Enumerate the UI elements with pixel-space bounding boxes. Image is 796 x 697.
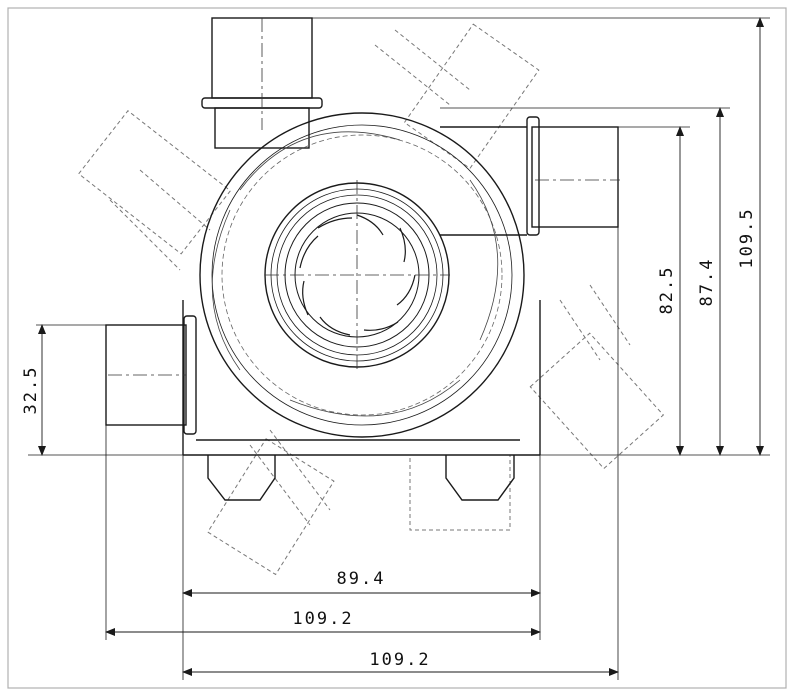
dimension-lines <box>38 17 764 676</box>
dim-left-height: 32.5 <box>21 366 41 415</box>
left-foot <box>207 455 276 501</box>
centerlines <box>108 18 620 376</box>
right-outlet-pipe <box>531 126 619 228</box>
right-outlet-flange <box>526 116 540 236</box>
dim-right-inner: 82.5 <box>657 266 677 315</box>
volute-outer <box>199 112 525 438</box>
dimension-labels: 89.4 109.2 109.2 32.5 82.5 87.4 109.5 <box>21 207 757 670</box>
dim-bottom-middle: 109.2 <box>292 609 353 629</box>
extension-lines <box>28 17 770 680</box>
dim-right-middle: 87.4 <box>697 258 717 307</box>
drawing-border <box>7 7 787 689</box>
impeller-vanes <box>299 214 416 336</box>
right-foot <box>445 455 515 501</box>
volute-spiral <box>211 131 499 417</box>
dim-right-outer: 109.5 <box>737 207 757 268</box>
pump-body <box>105 17 619 501</box>
hidden-rotated-outlets <box>77 23 665 576</box>
dim-bottom-inner: 89.4 <box>337 569 386 589</box>
dim-bottom-outer: 109.2 <box>369 650 430 670</box>
